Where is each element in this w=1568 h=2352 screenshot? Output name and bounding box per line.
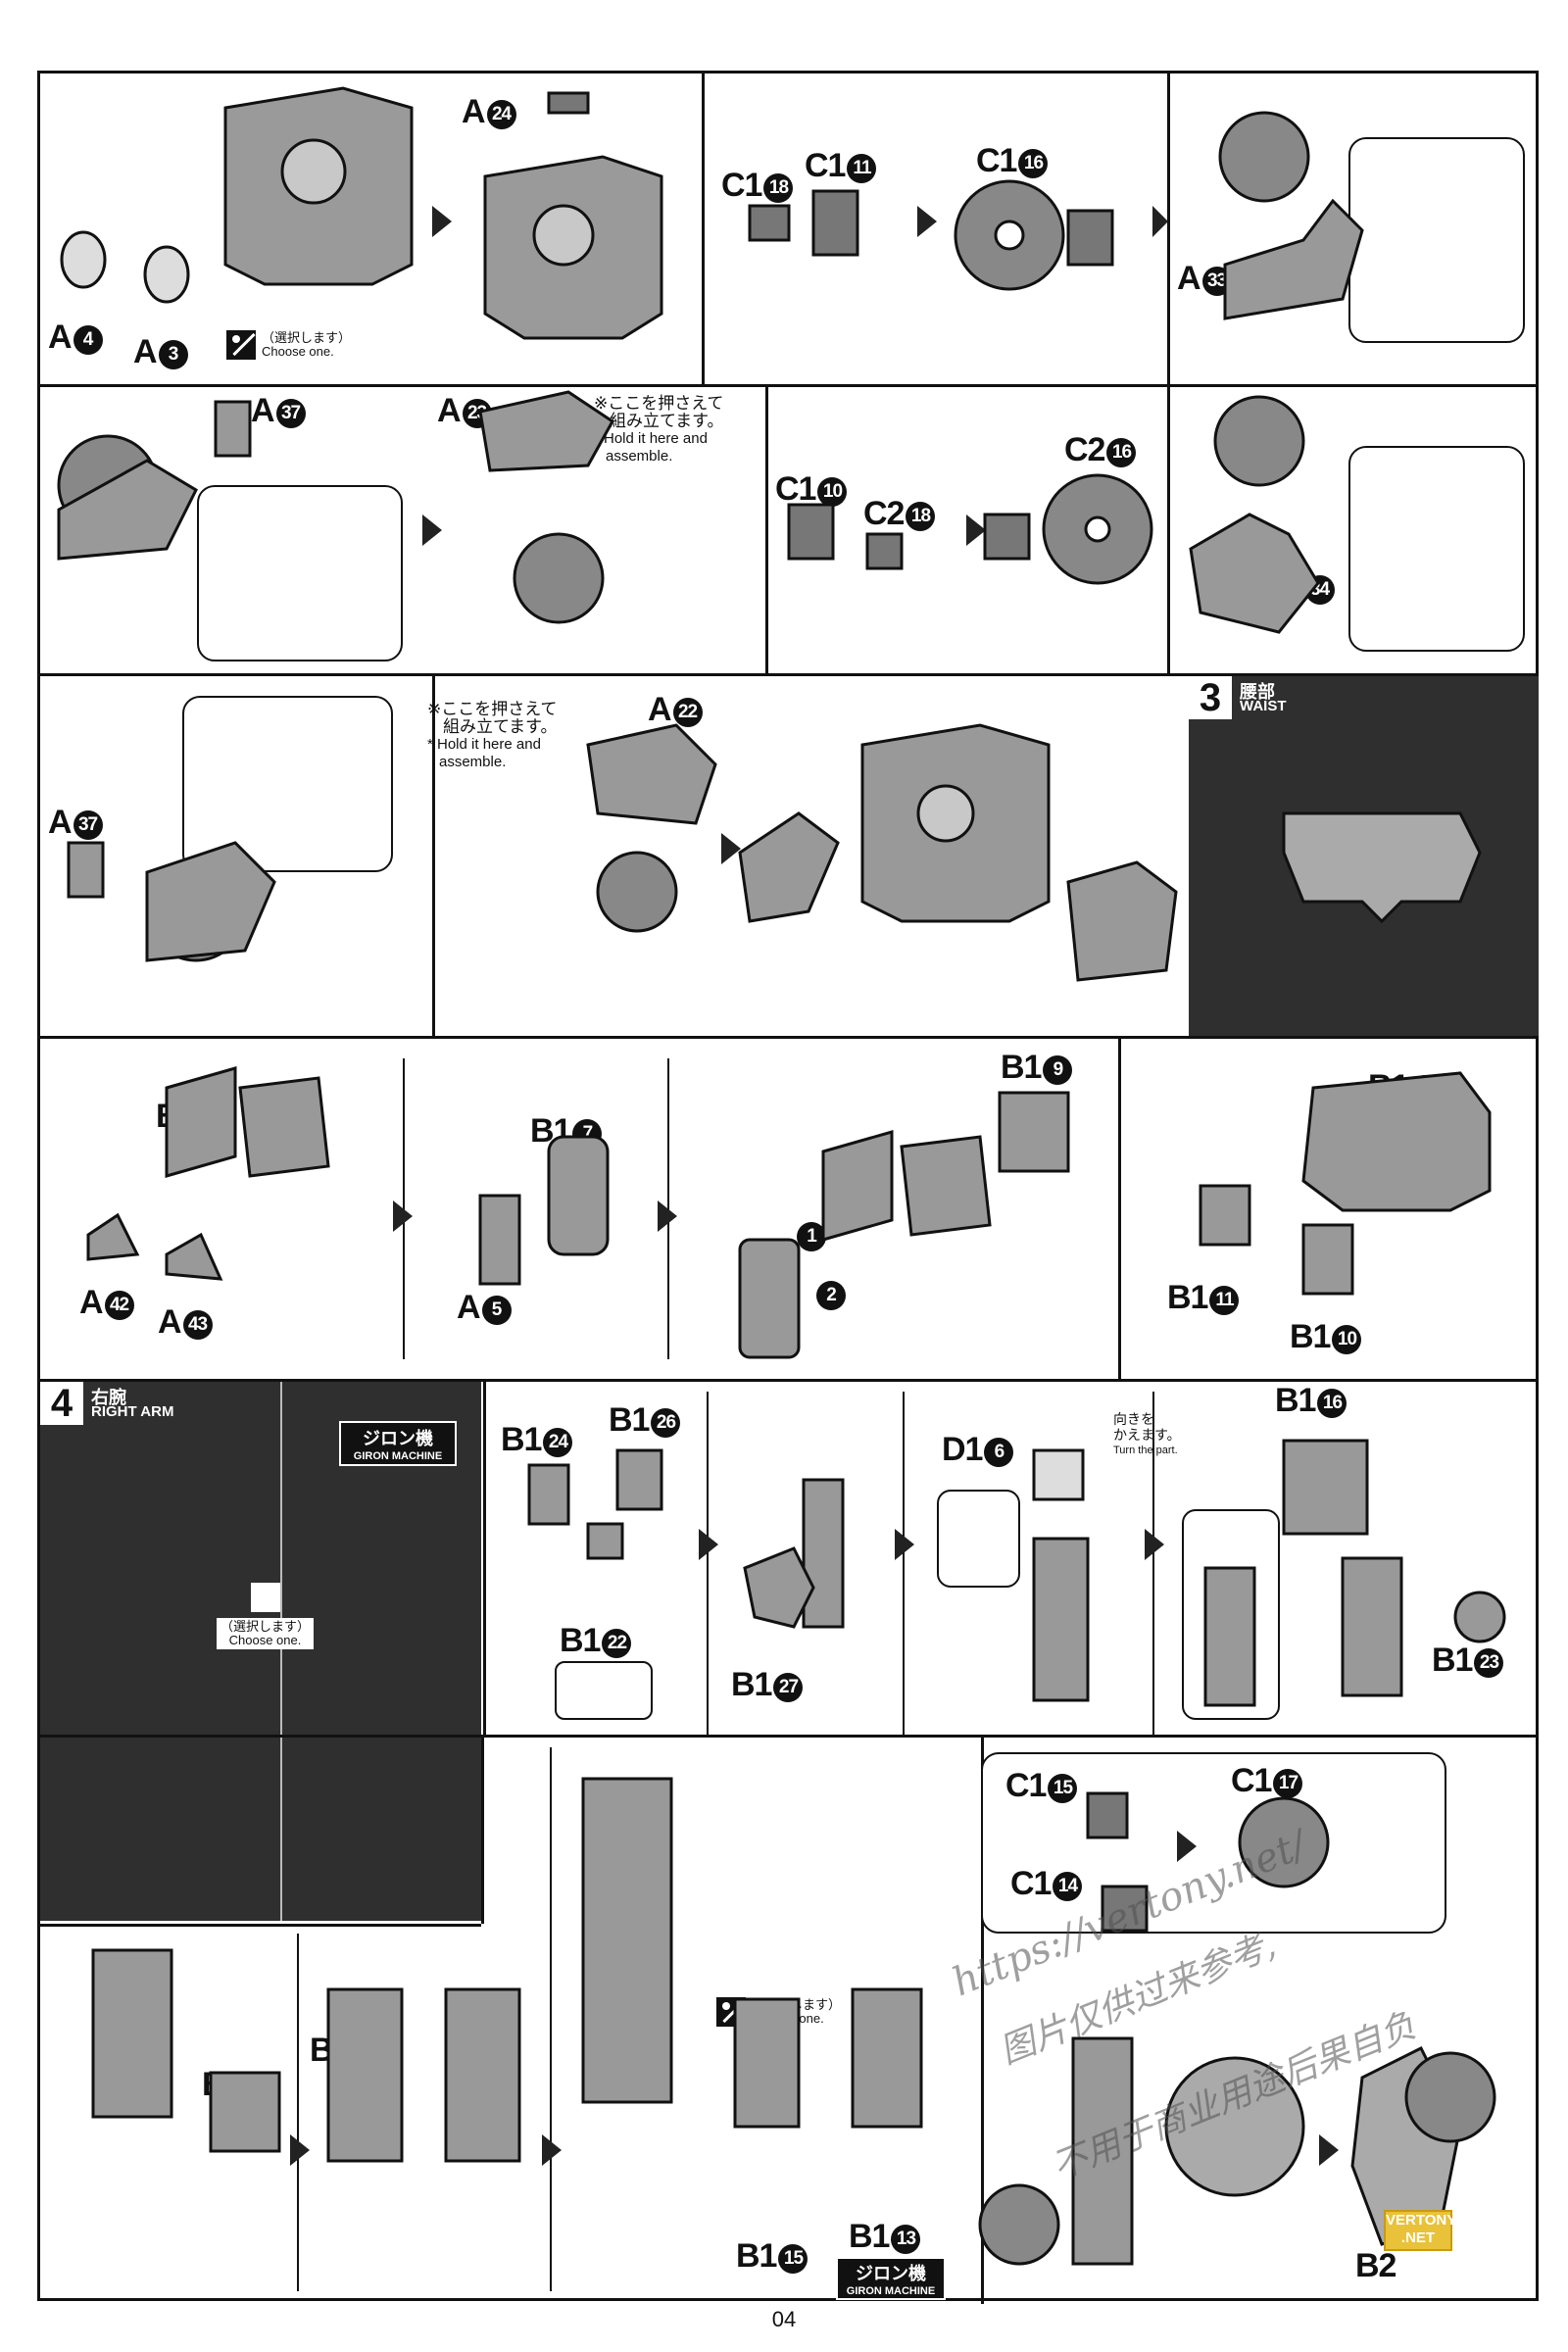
step-arrow — [542, 2134, 562, 2166]
hold-note: ※ここを押さえて 組み立てます。 * Hold it here and asse… — [594, 394, 724, 466]
hold-note: ※ここを押さえて 組み立てます。 * Hold it here and asse… — [427, 700, 558, 771]
vertony-logo: VERTONY.NET — [1384, 2210, 1456, 2251]
detail-inset — [182, 696, 393, 872]
section-title-en: RIGHT ARM — [91, 1403, 174, 1420]
divider — [40, 1924, 481, 1927]
divider — [1152, 1392, 1154, 1735]
step-arrow — [1152, 206, 1168, 237]
step-arrow — [1319, 2134, 1339, 2166]
detail-inset — [937, 1490, 1020, 1588]
section-title-en: WAIST — [1240, 698, 1287, 714]
turn-note: 向きを かえます。 Turn the part. — [1113, 1411, 1181, 1456]
divider — [707, 1392, 709, 1735]
step-arrow — [658, 1200, 677, 1232]
step-arrow — [917, 206, 937, 237]
divider — [1167, 387, 1170, 673]
divider — [280, 1382, 282, 1921]
section-title-jp: 腰部 — [1240, 682, 1275, 702]
divider — [1118, 1039, 1121, 1379]
step-arrow — [393, 1200, 413, 1232]
divider — [903, 1392, 905, 1735]
detail-inset — [555, 1661, 653, 1720]
choose-one-icon — [250, 1583, 280, 1612]
divider — [550, 1747, 552, 2291]
choose-one-note: （選択します）Choose one. — [226, 330, 351, 360]
step-arrow — [966, 514, 986, 546]
detail-inset — [197, 485, 403, 662]
section-number: 4 — [40, 1382, 83, 1425]
order-marker: 2 — [814, 1274, 846, 1312]
choose-one-icon — [226, 330, 256, 360]
order-marker: 1 — [795, 1215, 826, 1253]
divider — [1167, 74, 1170, 384]
step-arrow — [721, 833, 741, 864]
step-arrow — [1145, 1529, 1164, 1560]
step-arrow — [895, 1529, 914, 1560]
choose-one-note: （選択します）Choose one. — [217, 1583, 315, 1649]
divider — [481, 1738, 484, 1924]
detail-inset — [1348, 446, 1525, 652]
section-number: 3 — [1189, 676, 1232, 719]
divider — [702, 74, 705, 384]
step-arrow — [1177, 1831, 1197, 1862]
step-arrow — [699, 1529, 718, 1560]
page-number: 04 — [771, 2307, 797, 2331]
detail-inset — [1348, 137, 1525, 343]
divider — [483, 1382, 486, 1735]
step-arrow — [422, 514, 442, 546]
divider — [297, 1934, 299, 2291]
divider — [981, 1738, 984, 2304]
divider — [765, 387, 768, 673]
section-title-jp: 右腕 — [91, 1388, 126, 1407]
step-arrow — [432, 206, 452, 237]
divider — [432, 676, 435, 1036]
part-label: B2 — [1355, 2247, 1396, 2284]
step-arrow — [290, 2134, 310, 2166]
